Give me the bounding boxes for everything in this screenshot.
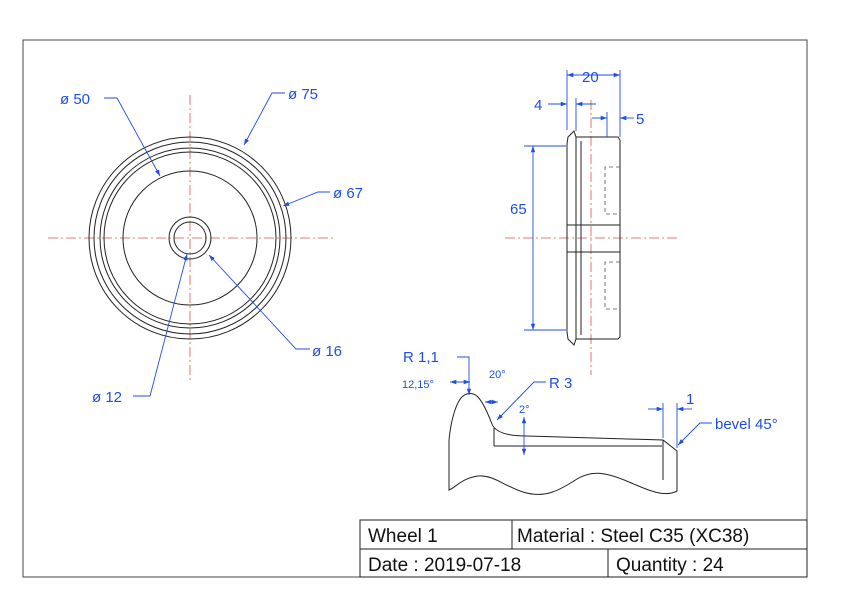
leader-d75: [243, 92, 285, 146]
detail-label-20deg: 20°: [489, 369, 506, 381]
detail-label-r11: R 1,1: [403, 349, 439, 366]
dim-label-d12: ø 12: [92, 389, 122, 406]
dim-label-d75: ø 75: [288, 86, 318, 103]
bore-circle-16: [168, 216, 212, 260]
detail-label-r3: R 3: [549, 375, 572, 392]
dim-label-w20: 20: [582, 69, 599, 86]
leader-d67: [282, 191, 330, 207]
side-profile: [566, 130, 621, 346]
leader-r3: [496, 381, 546, 421]
detail-view: R 1,1 12,15° 20° R 3 2° 1 bevel 45°: [402, 349, 778, 495]
leader-d50: [104, 97, 161, 177]
dim-label-d16: ø 16: [312, 343, 342, 360]
side-view: 20 4 5 65: [505, 69, 680, 375]
detail-label-2deg: 2°: [519, 404, 530, 416]
hidden-line-bottom: [604, 261, 620, 310]
dim-label-h65: 65: [510, 201, 527, 218]
leader-d16: [208, 254, 310, 350]
dim-label-d50: ø 50: [60, 91, 90, 108]
hidden-line-top: [604, 166, 620, 215]
detail-profile: [448, 393, 678, 495]
outer-circle-75: [88, 136, 292, 340]
bore-circle-12: [173, 221, 207, 255]
detail-label-w1: 1: [686, 391, 694, 408]
detail-label-bevel: bevel 45°: [715, 416, 778, 433]
circle-67: [93, 141, 287, 335]
dim-label-w5: 5: [636, 111, 644, 128]
title-block-part-name: Wheel 1: [368, 526, 438, 547]
leader-d12: [133, 253, 188, 397]
leader-r11: [457, 356, 472, 395]
rim-circle: [99, 147, 281, 329]
title-block-material: Material : Steel C35 (XC38): [517, 526, 749, 547]
rim-inner-circle: [103, 151, 277, 325]
detail-label-1215: 12,15°: [402, 379, 434, 391]
dim-label-d67: ø 67: [333, 185, 363, 202]
title-block-date: Date : 2019-07-18: [368, 555, 521, 576]
front-view: ø 50 ø 75 ø 67 ø 16 ø 12: [48, 86, 363, 406]
dim-label-w4: 4: [534, 97, 542, 114]
leader-bevel: [677, 422, 712, 446]
title-block: Wheel 1 Material : Steel C35 (XC38) Date…: [359, 519, 808, 578]
title-block-quantity: Quantity : 24: [616, 555, 724, 576]
hub-circle-50: [122, 170, 258, 306]
